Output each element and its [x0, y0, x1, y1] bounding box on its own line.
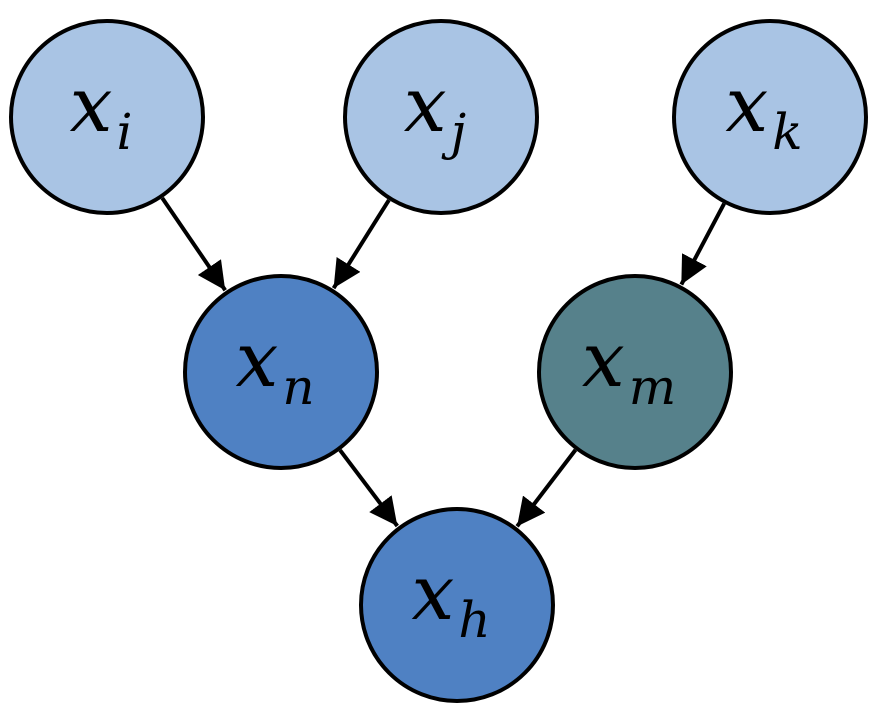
node-circle-xk — [672, 19, 868, 215]
node-xn: xn — [183, 274, 379, 470]
node-label-xj: xj — [404, 60, 466, 161]
node-circle-xh — [359, 507, 555, 703]
node-xj: xj — [343, 19, 539, 215]
node-xm: xm — [537, 274, 733, 470]
node-label-base: x — [70, 60, 113, 149]
node-label-base: x — [582, 315, 625, 404]
node-xk: xk — [672, 19, 868, 215]
node-xi: xi — [9, 19, 205, 215]
node-label-xn: xn — [235, 315, 314, 416]
edge-arrow-xm-to-xh — [515, 448, 578, 528]
node-label-base: x — [404, 60, 447, 149]
node-circle-xm — [537, 274, 733, 470]
edge-arrow-xn-to-xh — [338, 448, 399, 528]
node-label-subscript: i — [116, 103, 132, 161]
node-label-base: x — [411, 548, 454, 637]
node-label-subscript: h — [458, 591, 490, 649]
node-label-xi: xi — [70, 60, 133, 161]
edges-layer — [160, 196, 726, 528]
node-label-subscript: k — [772, 103, 802, 161]
node-circle-xi — [9, 19, 205, 215]
node-label-xm: xm — [582, 315, 676, 416]
node-label-base: x — [235, 315, 278, 404]
node-circle-xj — [343, 19, 539, 215]
node-circle-xn — [183, 274, 379, 470]
node-label-base: x — [725, 60, 768, 149]
edge-arrow-xj-to-xn — [331, 198, 391, 290]
node-label-xk: xk — [725, 60, 802, 161]
node-xh: xh — [359, 507, 555, 703]
node-label-subscript: m — [629, 358, 676, 416]
edge-arrow-xk-to-xm — [679, 202, 726, 286]
node-label-subscript: n — [282, 358, 314, 416]
node-label-xh: xh — [411, 548, 490, 649]
edge-arrow-xi-to-xn — [160, 196, 227, 292]
